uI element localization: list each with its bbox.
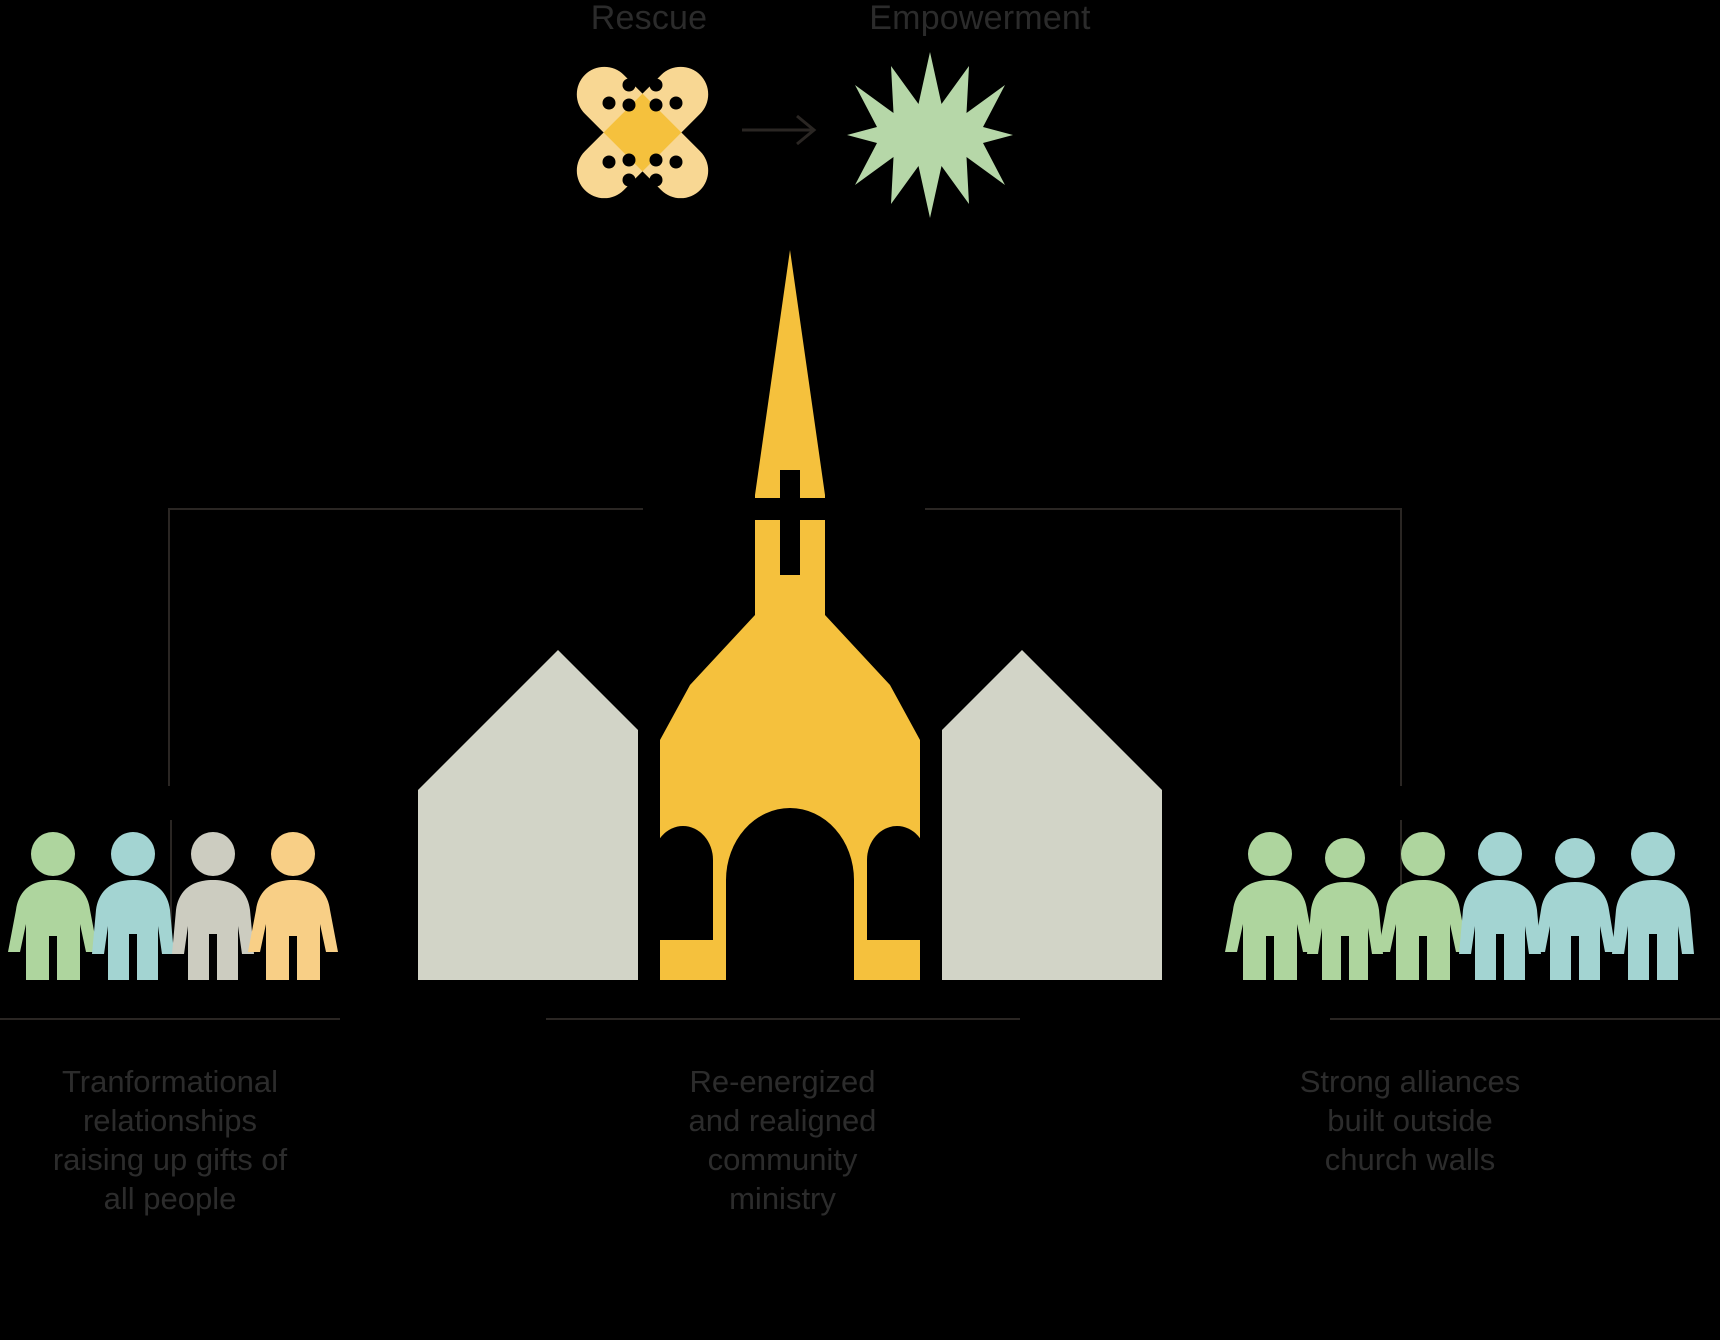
rescue-label: Rescue [590, 0, 708, 37]
person-male-icon [172, 832, 254, 980]
empowerment-label: Empowerment [869, 0, 1091, 37]
arrow-right-icon [740, 100, 840, 165]
person-female-icon [248, 832, 338, 980]
person-male-icon [1612, 832, 1694, 980]
person-male-icon [1459, 832, 1541, 980]
bracket-right-stem [1400, 820, 1402, 950]
caption-rule-left [0, 1018, 340, 1020]
caption-left-transformational-relationships: Tranformational relationships raising up… [52, 1064, 288, 1216]
right-people-group [1225, 828, 1720, 985]
caption-right-strong-alliances: Strong alliances built outside church wa… [1299, 1064, 1521, 1177]
bracket-top-right-rail [925, 508, 1402, 510]
church-icon [410, 240, 1170, 985]
bracket-left-stem [170, 820, 172, 950]
bandage-icon [565, 55, 720, 215]
person-female-icon [1534, 838, 1616, 980]
bracket-right-drop [1400, 508, 1402, 786]
caption-center-community-ministry: Re-energized and realigned community min… [688, 1064, 877, 1216]
person-female-icon [1225, 832, 1315, 980]
left-people-group [8, 828, 338, 985]
caption-rule-right [1330, 1018, 1720, 1020]
person-female-icon [8, 832, 98, 980]
person-male-icon [1307, 838, 1383, 980]
bracket-top-left-rail [168, 508, 643, 510]
person-female-icon [1378, 832, 1468, 980]
caption-rule-center [546, 1018, 1020, 1020]
bracket-left-drop [168, 508, 170, 786]
starburst-icon [845, 50, 1015, 225]
person-male-icon [92, 832, 174, 980]
